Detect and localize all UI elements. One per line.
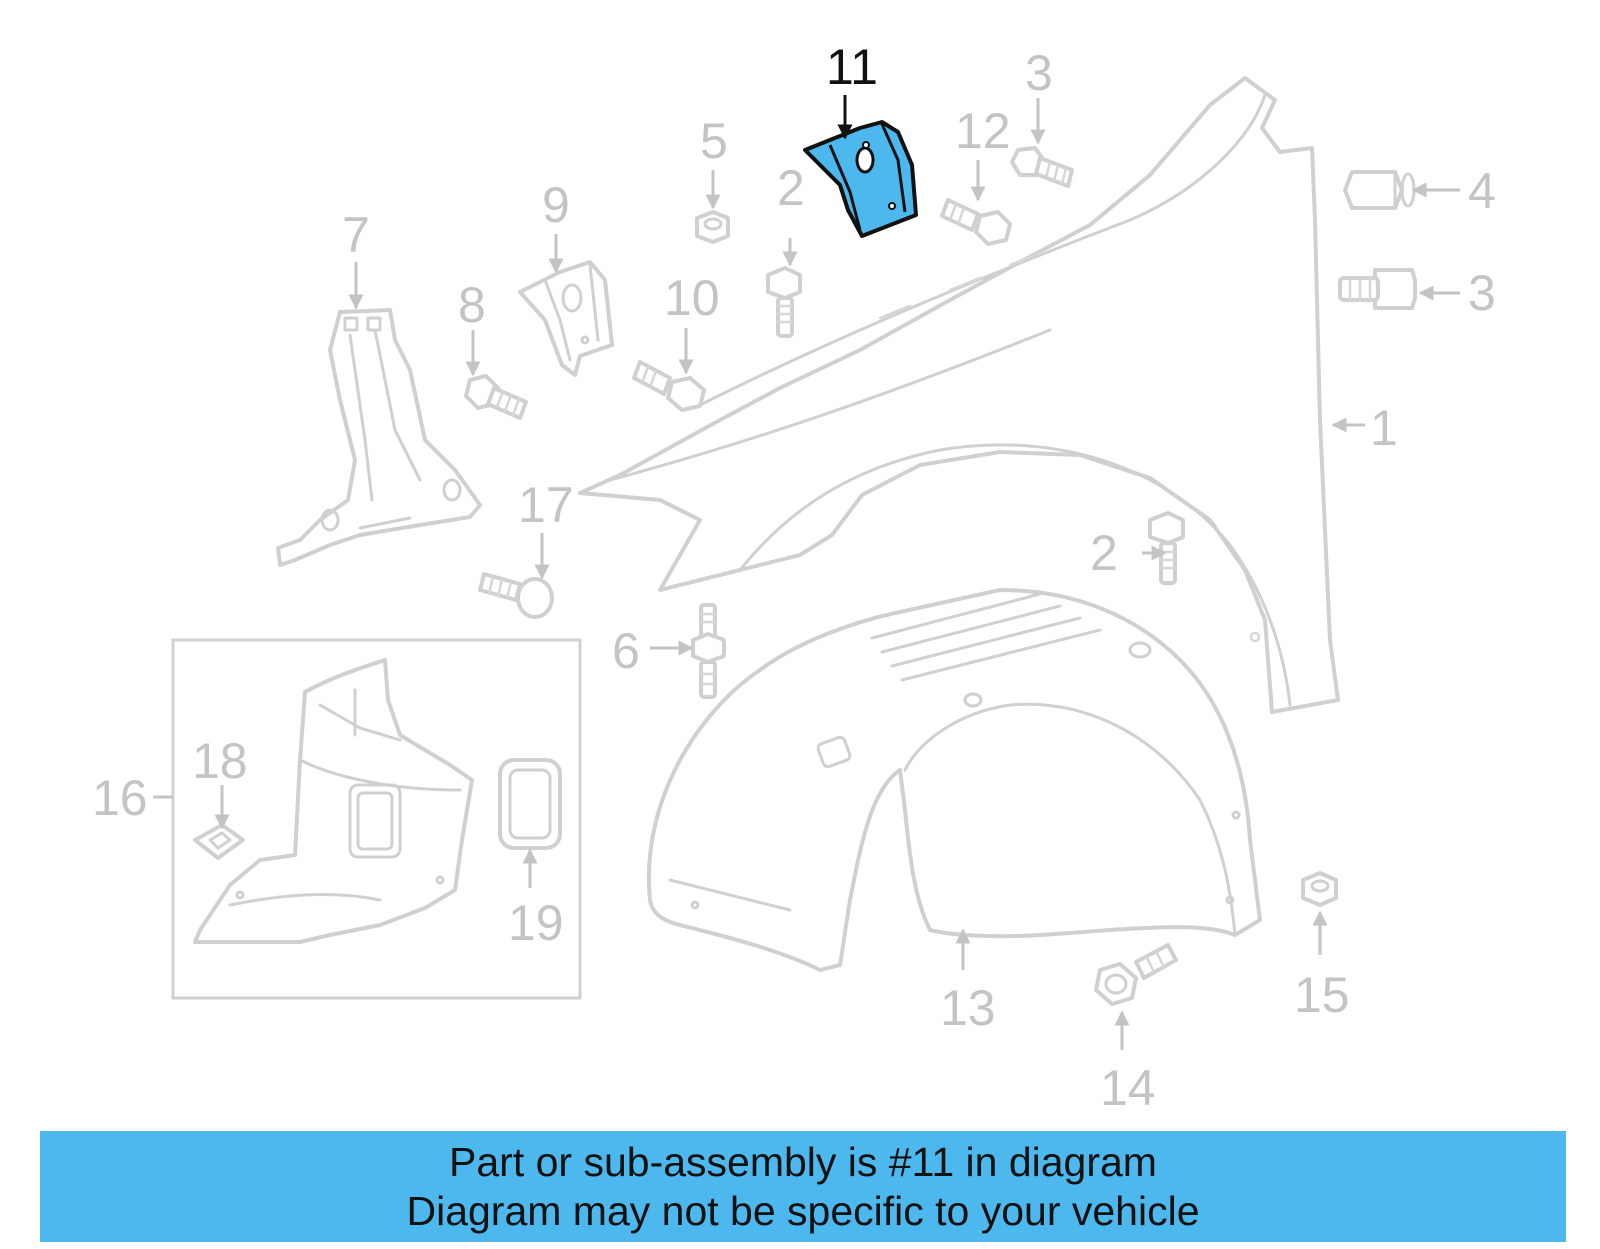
callout-3b: 3 (1468, 265, 1496, 321)
bolt-part-10[interactable] (632, 360, 706, 412)
callout-2a: 2 (777, 160, 805, 216)
bolt-part-2c[interactable] (1148, 511, 1185, 585)
seal-part-19[interactable] (498, 758, 562, 850)
callout-12: 12 (955, 103, 1011, 159)
fender-part-1[interactable] (578, 76, 1340, 714)
bolt-part-12[interactable] (940, 198, 1012, 246)
callout-2c: 2 (1090, 525, 1118, 581)
bolt-part-3b[interactable] (1338, 268, 1417, 310)
callout-5: 5 (700, 113, 728, 169)
callout-16: 16 (92, 770, 148, 826)
bolt-part-3a[interactable] (1010, 146, 1074, 188)
callout-10: 10 (664, 270, 720, 326)
bolt-part-14[interactable] (1094, 943, 1178, 1006)
callout-1: 1 (1370, 400, 1398, 456)
info-banner: Part or sub-assembly is #11 in diagram D… (40, 1131, 1566, 1242)
callout-7: 7 (342, 207, 370, 263)
bracket-part-7[interactable] (276, 308, 482, 567)
fender-liner-part-13[interactable] (646, 588, 1262, 972)
callout-4: 4 (1468, 163, 1496, 219)
bracket-part-11-highlighted[interactable] (803, 120, 918, 238)
bolt-part-8[interactable] (464, 374, 528, 420)
bolt-part-2a[interactable] (766, 266, 802, 338)
banner-line-2: Diagram may not be specific to your vehi… (406, 1187, 1200, 1234)
callout-13: 13 (940, 980, 996, 1036)
callout-15: 15 (1294, 967, 1350, 1023)
callout-14: 14 (1100, 1060, 1156, 1116)
stud-part-6[interactable] (691, 603, 726, 699)
deflector-part-16[interactable] (193, 658, 474, 944)
nut-part-4[interactable] (1343, 170, 1416, 210)
callout-8: 8 (458, 277, 486, 333)
banner-line-1: Part or sub-assembly is #11 in diagram (449, 1138, 1157, 1185)
callout-19: 19 (508, 895, 564, 951)
nut-part-15[interactable] (1301, 871, 1338, 907)
leader-lines (153, 95, 1460, 1050)
callout-3a: 3 (1025, 45, 1053, 101)
callout-17: 17 (518, 477, 574, 533)
callout-11: 11 (826, 39, 878, 95)
bracket-part-9[interactable] (518, 260, 614, 377)
callout-18: 18 (192, 733, 248, 789)
bolt-part-17[interactable] (478, 572, 554, 619)
nut-part-5[interactable] (695, 210, 730, 244)
callout-6: 6 (612, 623, 640, 679)
callout-9: 9 (542, 177, 570, 233)
clip-part-18[interactable] (193, 823, 245, 860)
